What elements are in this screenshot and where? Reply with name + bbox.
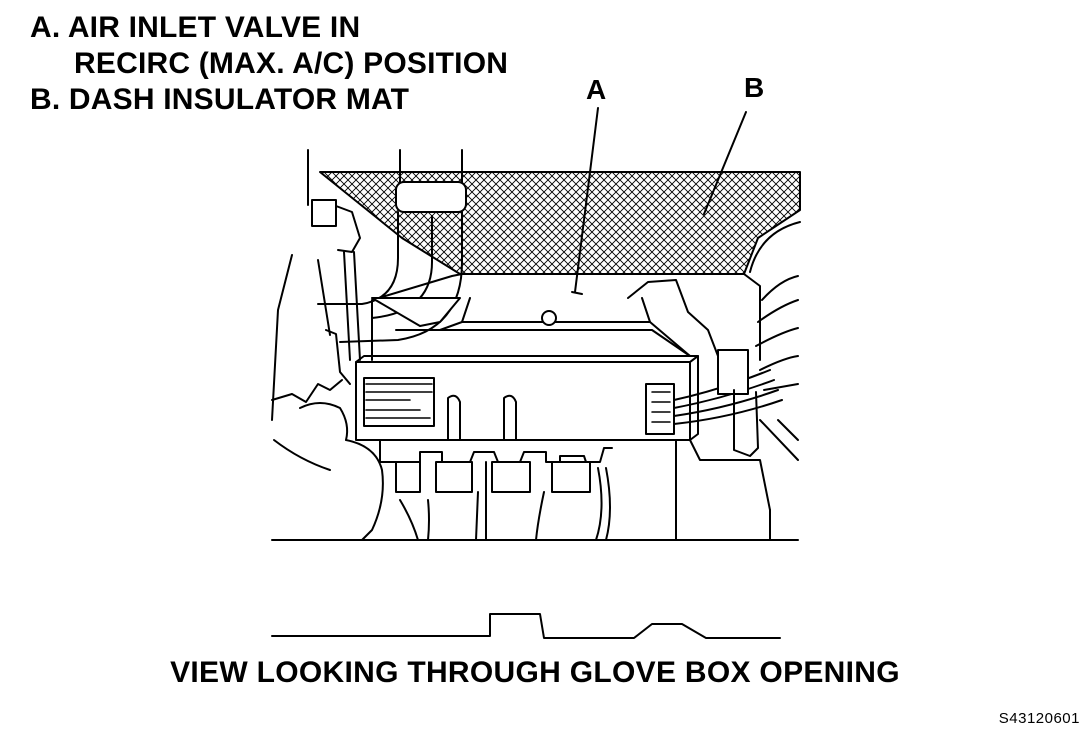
legend: A. AIR INLET VALVE IN RECIRC (MAX. A/C) … [30, 10, 508, 118]
left-frame [271, 149, 331, 421]
view-caption: VIEW LOOKING THROUGH GLOVE BOX OPENING [170, 656, 900, 689]
lower-module [675, 439, 771, 541]
leader-line-b [703, 111, 747, 215]
glove-box-opening-outline [271, 613, 781, 639]
legend-item-a-continued: RECIRC (MAX. A/C) POSITION [74, 47, 509, 80]
callout-label-b: B [744, 72, 765, 103]
wiring-harness [749, 221, 801, 541]
inlet-duct [317, 149, 467, 343]
lower-left-assembly [271, 329, 384, 541]
control-module [355, 355, 699, 441]
figure-id: S43120601 [998, 710, 1080, 727]
wiring-connector [645, 349, 783, 457]
hose-fitting [311, 199, 361, 361]
legend-item-b: B. DASH INSULATOR MAT [30, 83, 410, 116]
legend-item-a: A. AIR INLET VALVE IN [30, 11, 361, 44]
dash-insulator-mat [319, 171, 801, 275]
callout-label-a: A [586, 74, 607, 105]
lower-connectors [379, 439, 613, 541]
leader-line-a [574, 107, 599, 293]
air-inlet-valve-housing [371, 273, 761, 361]
